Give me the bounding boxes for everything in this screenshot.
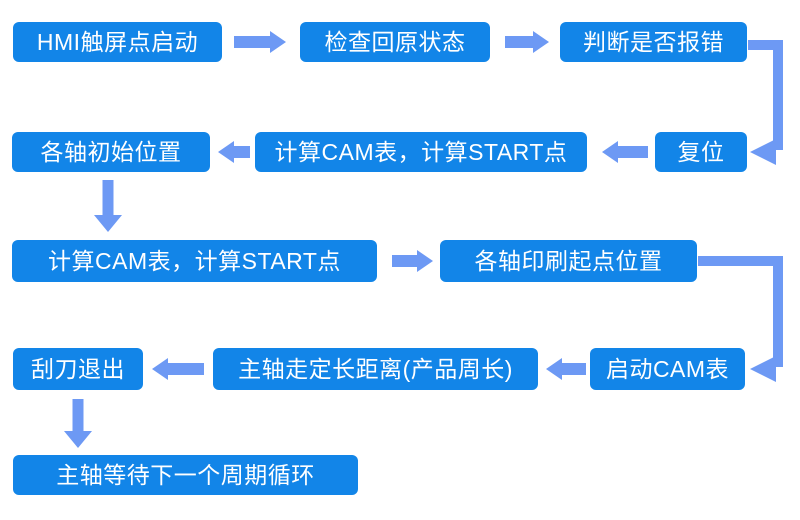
arrow-left-icon: [602, 141, 648, 163]
node-scraper-exit: 刮刀退出: [13, 348, 143, 390]
arrow-down-icon: [94, 180, 122, 232]
arrow-left-icon: [750, 356, 776, 382]
arrow-left-icon: [218, 141, 250, 163]
arrow-right-icon: [392, 250, 433, 272]
node-axes-initial: 各轴初始位置: [12, 132, 210, 172]
node-start-cam: 启动CAM表: [590, 348, 745, 390]
node-spindle-distance: 主轴走定长距离(产品周长): [213, 348, 538, 390]
node-spindle-wait: 主轴等待下一个周期循环: [13, 455, 358, 495]
node-check-home: 检查回原状态: [300, 22, 490, 62]
arrow-left-icon: [750, 139, 776, 165]
node-calc-cam-start-1: 计算CAM表，计算START点: [255, 132, 587, 172]
arrow-right-icon: [234, 31, 286, 53]
connector-elbow-down-icon: [748, 40, 783, 150]
node-calc-cam-start-2: 计算CAM表，计算START点: [12, 240, 377, 282]
node-axes-print-start: 各轴印刷起点位置: [440, 240, 697, 282]
node-reset: 复位: [655, 132, 747, 172]
arrow-left-icon: [152, 358, 204, 380]
node-hmi-start: HMI触屏点启动: [13, 22, 222, 62]
arrow-right-icon: [505, 31, 549, 53]
node-judge-error: 判断是否报错: [560, 22, 747, 62]
arrow-left-icon: [546, 358, 586, 380]
arrow-down-icon: [64, 399, 92, 448]
